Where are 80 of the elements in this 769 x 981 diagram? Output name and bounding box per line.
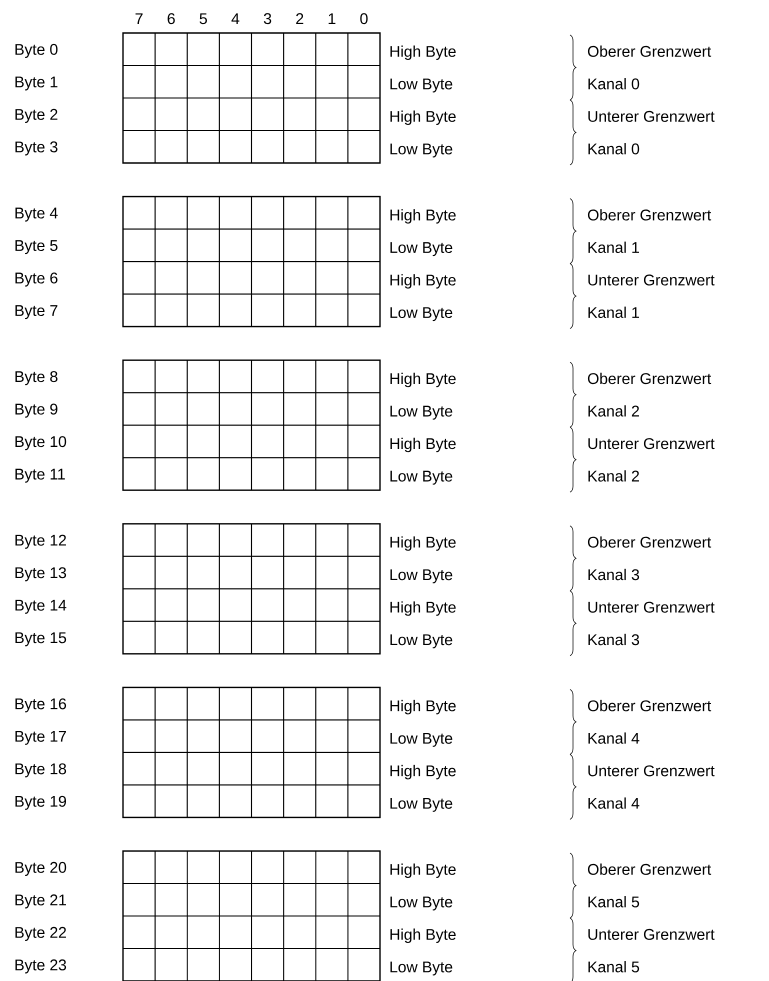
- field-description: Kanal 2: [588, 470, 639, 482]
- byte-label: Byte 19: [15, 796, 66, 810]
- field-description: Kanal 0: [588, 143, 640, 154]
- bit-number: 3: [264, 13, 272, 24]
- byte-label: Byte 6: [15, 272, 58, 287]
- field-description: Unterer Grenzwert: [588, 274, 715, 286]
- byte-label: Byte 8: [15, 371, 58, 386]
- field-description: Kanal 5: [588, 961, 640, 972]
- byte-label: Byte 5: [15, 240, 58, 254]
- byte-order-label: High Byte: [390, 700, 456, 714]
- field-description: Kanal 1: [588, 306, 639, 318]
- byte-order-label: Low Byte: [390, 78, 452, 92]
- byte-label: Byte 9: [15, 404, 58, 418]
- byte-order-label: High Byte: [390, 209, 456, 224]
- byte-order-label: Low Byte: [390, 307, 452, 322]
- byte-order-label: High Byte: [390, 601, 456, 616]
- byte-label: Byte 0: [15, 44, 58, 58]
- byte-label: Byte 15: [15, 632, 66, 646]
- byte-label: Byte 12: [15, 534, 66, 549]
- field-description: Kanal 4: [588, 732, 640, 744]
- field-description: Unterer Grenzwert: [588, 438, 715, 450]
- byte-label: Byte 2: [15, 108, 58, 123]
- bit-number: 5: [200, 13, 207, 24]
- field-description: Kanal 5: [588, 896, 640, 908]
- bit-number: 2: [296, 13, 304, 24]
- byte-label: Byte 4: [15, 208, 58, 222]
- byte-order-label: High Byte: [390, 110, 456, 125]
- bit-number: 1: [328, 13, 336, 24]
- byte-order-label: Low Byte: [390, 569, 452, 584]
- byte-order-label: Low Byte: [390, 634, 452, 648]
- byte-order-label: Low Byte: [390, 896, 452, 910]
- field-description: Kanal 3: [588, 634, 640, 646]
- byte-order-label: Low Byte: [390, 242, 452, 256]
- field-description: Kanal 2: [588, 405, 639, 417]
- field-description: Unterer Grenzwert: [588, 765, 715, 776]
- byte-label: Byte 23: [15, 959, 66, 974]
- field-description: Oberer Grenzwert: [588, 209, 712, 220]
- byte-order-label: High Byte: [390, 764, 456, 780]
- byte-label: Byte 20: [15, 862, 66, 876]
- field-description: Unterer Grenzwert: [588, 110, 715, 122]
- byte-label: Byte 17: [15, 731, 66, 745]
- byte-order-label: Low Byte: [390, 406, 452, 420]
- byte-label: Byte 14: [15, 600, 66, 614]
- field-description: Oberer Grenzwert: [588, 864, 712, 875]
- byte-label: Byte 18: [15, 763, 66, 778]
- byte-label: Byte 3: [15, 141, 58, 156]
- bit-number: 7: [136, 13, 143, 24]
- field-description: Unterer Grenzwert: [588, 602, 715, 613]
- field-description: Oberer Grenzwert: [588, 700, 712, 712]
- byte-order-label: High Byte: [390, 274, 456, 289]
- byte-order-label: High Byte: [390, 46, 456, 60]
- byte-order-label: Low Byte: [390, 798, 452, 812]
- byte-order-label: Low Byte: [390, 733, 452, 747]
- field-description: Kanal 3: [588, 568, 640, 580]
- byte-label: Byte 10: [15, 436, 66, 450]
- bit-number: 6: [168, 13, 175, 24]
- byte-label: Byte 1: [15, 76, 58, 90]
- bit-number: 4: [232, 13, 240, 24]
- field-description: Kanal 0: [588, 78, 640, 90]
- byte-order-label: Low Byte: [390, 144, 452, 158]
- byte-order-label: High Byte: [390, 864, 456, 878]
- byte-label: Byte 16: [15, 698, 66, 712]
- byte-label: Byte 13: [15, 567, 66, 582]
- byte-label: Byte 7: [15, 305, 58, 320]
- field-description: Unterer Grenzwert: [588, 928, 715, 940]
- byte-order-label: High Byte: [390, 536, 456, 551]
- byte-order-label: Low Byte: [390, 962, 452, 976]
- field-description: Kanal 1: [588, 242, 639, 253]
- byte-order-label: High Byte: [390, 438, 456, 452]
- byte-order-label: High Byte: [390, 372, 456, 388]
- byte-label: Byte 22: [15, 926, 66, 941]
- byte-label: Byte 11: [15, 468, 65, 483]
- field-description: Oberer Grenzwert: [588, 46, 712, 57]
- field-description: Kanal 4: [588, 797, 640, 809]
- byte-order-label: Low Byte: [390, 470, 452, 485]
- byte-label: Byte 21: [15, 894, 66, 908]
- field-description: Oberer Grenzwert: [588, 536, 712, 548]
- field-description: Oberer Grenzwert: [588, 372, 712, 384]
- bit-number: 0: [360, 13, 368, 24]
- byte-order-label: High Byte: [390, 928, 456, 943]
